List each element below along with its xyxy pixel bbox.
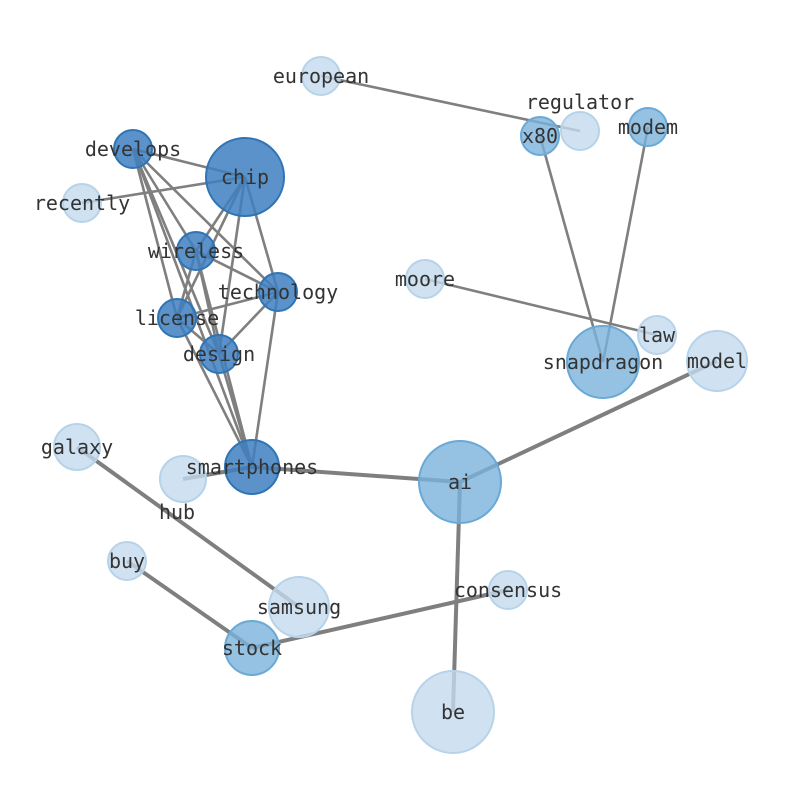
edge-moore-law bbox=[424, 277, 658, 337]
node-consensus[interactable] bbox=[488, 570, 528, 610]
node-ai[interactable] bbox=[418, 440, 502, 524]
node-hub[interactable] bbox=[159, 455, 207, 503]
node-label-smartphones: smartphones bbox=[186, 455, 318, 479]
node-european[interactable] bbox=[301, 56, 341, 96]
node-develops[interactable] bbox=[113, 129, 153, 169]
labels-layer: develops chip recently wireless technologyli… bbox=[34, 64, 747, 724]
node-modem[interactable] bbox=[628, 107, 668, 147]
node-label-hub: hub bbox=[159, 500, 195, 524]
node-label-recently: recently bbox=[34, 191, 130, 215]
node-be[interactable] bbox=[411, 670, 495, 754]
node-label-wireless: wireless bbox=[148, 239, 244, 263]
node-label-law: law bbox=[639, 323, 676, 347]
node-x80[interactable] bbox=[520, 116, 560, 156]
nodes-layer bbox=[53, 56, 748, 754]
node-label-regulator: regulator bbox=[526, 90, 634, 114]
edge-technology-smartphones bbox=[250, 291, 280, 468]
node-label-buy: buy bbox=[109, 549, 145, 573]
edge-develops-design bbox=[131, 148, 221, 355]
node-technology[interactable] bbox=[258, 272, 298, 312]
node-label-consensus: consensus bbox=[454, 578, 562, 602]
edge-galaxy-samsung bbox=[75, 445, 301, 609]
node-recently[interactable] bbox=[62, 183, 102, 223]
node-label-ai: ai bbox=[448, 470, 472, 494]
node-label-develops: develops bbox=[85, 137, 181, 161]
node-license[interactable] bbox=[157, 298, 197, 338]
edge-stock-consensus bbox=[251, 588, 509, 650]
node-label-european: european bbox=[273, 64, 369, 88]
node-label-galaxy: galaxy bbox=[41, 435, 113, 459]
node-label-design: design bbox=[183, 342, 255, 366]
node-design[interactable] bbox=[199, 334, 239, 374]
node-label-stock: stock bbox=[222, 636, 282, 660]
edge-develops-license bbox=[131, 148, 179, 319]
node-label-model: model bbox=[687, 349, 747, 373]
node-galaxy[interactable] bbox=[53, 423, 101, 471]
node-label-moore: moore bbox=[395, 267, 455, 291]
node-label-samsung: samsung bbox=[257, 595, 341, 619]
node-wireless[interactable] bbox=[176, 231, 216, 271]
node-stock[interactable] bbox=[224, 620, 280, 676]
node-label-license: license bbox=[135, 306, 219, 330]
edge-ai-model bbox=[459, 359, 718, 484]
node-regulator[interactable] bbox=[560, 111, 600, 151]
node-snapdragon[interactable] bbox=[566, 325, 640, 399]
node-model[interactable] bbox=[686, 330, 748, 392]
node-label-snapdragon: snapdragon bbox=[543, 350, 663, 374]
node-buy[interactable] bbox=[107, 541, 147, 581]
node-label-be: be bbox=[441, 700, 465, 724]
node-smartphones[interactable] bbox=[224, 439, 280, 495]
node-samsung[interactable] bbox=[268, 576, 330, 638]
node-label-technology: technology bbox=[218, 280, 338, 304]
node-label-chip: chip bbox=[221, 165, 269, 189]
edge-x80-snapdragon bbox=[538, 135, 605, 363]
node-label-modem: modem bbox=[618, 115, 678, 139]
node-label-x80: x80 bbox=[522, 124, 558, 148]
node-moore[interactable] bbox=[405, 259, 445, 299]
node-law[interactable] bbox=[637, 315, 677, 355]
node-chip[interactable] bbox=[205, 137, 285, 217]
edge-develops-technology bbox=[132, 148, 279, 293]
